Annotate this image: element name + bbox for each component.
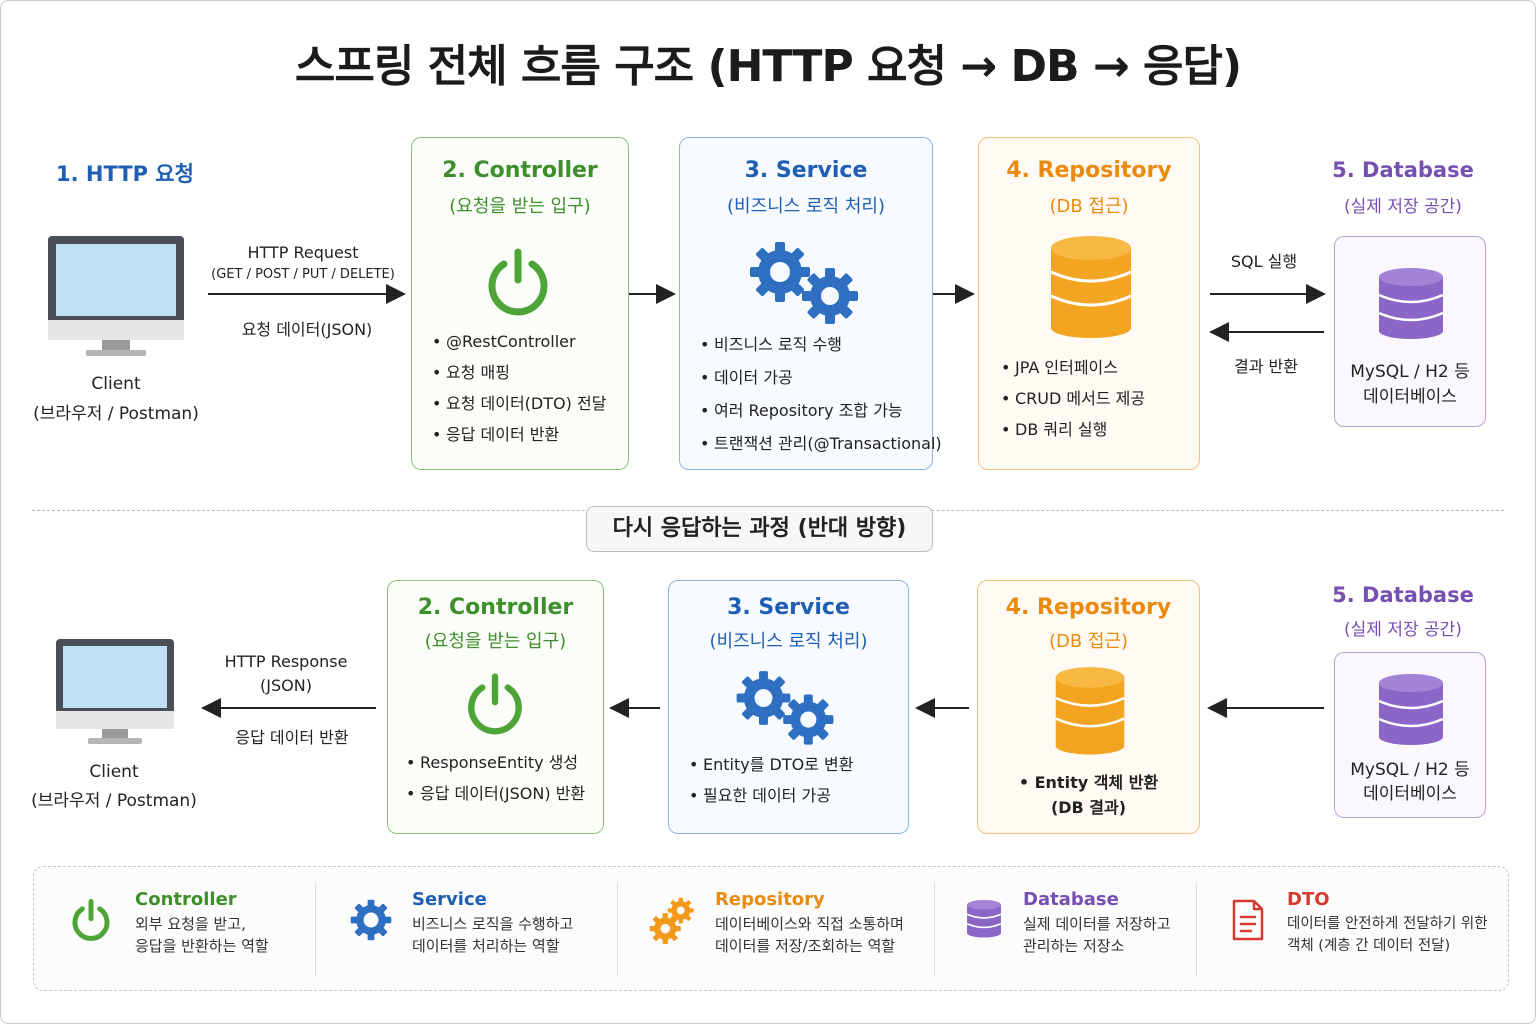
client-sub-label: (브라우저 / Postman) xyxy=(33,404,199,424)
repository-title: 4. Repository xyxy=(1006,158,1172,183)
database-title: 5. Database xyxy=(1332,158,1474,182)
repository-subtitle: (DB 접근) xyxy=(1048,631,1129,652)
repository-result-line2: (DB 결과) xyxy=(1050,798,1127,817)
database-line1: MySQL / H2 등 xyxy=(1350,362,1470,382)
service-title: 3. Service xyxy=(727,595,850,620)
controller-title: 2. Controller xyxy=(417,595,574,620)
service-box-bottom: 3. Service (비즈니스 로직 처리) Entity를 DTO로 변환 … xyxy=(668,580,909,834)
gears-icon xyxy=(736,671,834,745)
http-request-label: HTTP Request xyxy=(247,243,359,262)
database-icon xyxy=(966,899,1002,938)
database-box-bottom: MySQL / H2 등 데이터베이스 xyxy=(1334,652,1486,818)
database-box-top: MySQL / H2 등 데이터베이스 xyxy=(1334,236,1486,427)
controller-subtitle: (요청을 받는 입구) xyxy=(424,631,567,652)
database-line2: 데이터베이스 xyxy=(1363,387,1457,407)
database-subtitle: (실제 저장 공간) xyxy=(1344,620,1462,640)
response-format-label: (JSON) xyxy=(260,676,312,695)
document-icon xyxy=(1232,899,1264,941)
list-item: 트랜잭션 관리(@Transactional) xyxy=(700,427,942,460)
database-icon xyxy=(1050,236,1132,338)
controller-subtitle: (요청을 받는 입구) xyxy=(449,196,591,217)
list-item: 여러 Repository 조합 가능 xyxy=(700,394,942,427)
legend-repository-desc: 데이터베이스와 직접 소통하며 데이터를 저장/조회하는 역할 xyxy=(715,915,904,955)
service-subtitle: (비즈니스 로직 처리) xyxy=(709,631,868,652)
power-icon xyxy=(488,248,548,316)
http-response-label: HTTP Response xyxy=(224,652,348,671)
request-data-label: 요청 데이터(JSON) xyxy=(241,320,373,339)
controller-items: ResponseEntity 생성 응답 데이터(JSON) 반환 xyxy=(406,747,585,809)
legend-dto-desc: 데이터를 안전하게 전달하기 위한 객체 (계층 간 데이터 전달) xyxy=(1287,916,1488,954)
monitor-icon xyxy=(56,639,174,744)
list-item: CRUD 메서드 제공 xyxy=(1001,383,1145,414)
database-title: 5. Database xyxy=(1332,583,1474,607)
gears-icon xyxy=(649,897,694,945)
legend-database-desc: 실제 데이터를 저장하고 관리하는 저장소 xyxy=(1023,915,1171,955)
sql-exec-label: SQL 실행 xyxy=(1230,252,1298,271)
list-item: 요청 데이터(DTO) 전달 xyxy=(432,388,606,419)
response-data-label: 응답 데이터 반환 xyxy=(235,728,349,747)
power-icon xyxy=(72,899,110,941)
result-return-label: 결과 반환 xyxy=(1234,357,1298,376)
legend-controller-desc: 외부 요청을 받고, 응답을 반환하는 역할 xyxy=(135,915,269,955)
repository-result-text: Entity 객체 반환 xyxy=(1034,773,1159,792)
database-line1: MySQL / H2 등 xyxy=(1350,760,1470,780)
list-item: 데이터 가공 xyxy=(700,361,942,394)
list-item: 응답 데이터 반환 xyxy=(432,419,606,450)
legend: Controller 외부 요청을 받고, 응답을 반환하는 역할 Servic… xyxy=(33,866,1509,991)
database-icon xyxy=(1378,268,1444,339)
power-icon xyxy=(468,673,522,735)
list-item: 필요한 데이터 가공 xyxy=(689,780,853,811)
controller-title: 2. Controller xyxy=(442,158,598,183)
legend-database-title: Database xyxy=(1023,889,1119,910)
client-label: Client xyxy=(89,762,139,782)
service-items: 비즈니스 로직 수행 데이터 가공 여러 Repository 조합 가능 트랜… xyxy=(700,328,942,460)
service-subtitle: (비즈니스 로직 처리) xyxy=(727,196,885,217)
database-subtitle: (실제 저장 공간) xyxy=(1344,197,1462,217)
database-icon xyxy=(1378,674,1444,745)
controller-items: @RestController 요청 매핑 요청 데이터(DTO) 전달 응답 … xyxy=(432,326,606,450)
arrows-top xyxy=(208,284,1326,342)
list-item: 요청 매핑 xyxy=(432,357,606,388)
legend-repository-title: Repository xyxy=(715,889,825,910)
repository-subtitle: (DB 접근) xyxy=(1049,196,1129,217)
client-sub-label: (브라우저 / Postman) xyxy=(31,791,197,811)
service-title: 3. Service xyxy=(744,158,868,183)
database-icon xyxy=(1055,667,1125,755)
list-item: DB 쿼리 실행 xyxy=(1001,414,1145,445)
legend-service-title: Service xyxy=(412,889,487,910)
client-label: Client xyxy=(91,374,141,394)
repository-title: 4. Repository xyxy=(1005,595,1172,620)
service-items: Entity를 DTO로 변환 필요한 데이터 가공 xyxy=(689,749,853,811)
http-methods-label: (GET / POST / PUT / DELETE) xyxy=(211,267,395,282)
repository-result-line1: • Entity 객체 반환 xyxy=(1018,773,1159,792)
list-item: @RestController xyxy=(432,326,606,357)
repository-box-top: 4. Repository (DB 접근) JPA 인터페이스 CRUD 메서드… xyxy=(978,137,1200,470)
legend-dto-title: DTO xyxy=(1287,889,1330,910)
legend-controller-title: Controller xyxy=(135,889,237,910)
list-item: JPA 인터페이스 xyxy=(1001,352,1145,383)
list-item: 응답 데이터(JSON) 반환 xyxy=(406,778,585,809)
controller-box-bottom: 2. Controller (요청을 받는 입구) ResponseEntity… xyxy=(387,580,604,834)
list-item: 비즈니스 로직 수행 xyxy=(700,328,942,361)
gears-icon xyxy=(750,242,858,324)
list-item: Entity를 DTO로 변환 xyxy=(689,749,853,780)
gear-icon xyxy=(350,899,392,941)
monitor-icon xyxy=(48,236,184,356)
controller-box-top: 2. Controller (요청을 받는 입구) @RestControlle… xyxy=(411,137,629,470)
page-title: 스프링 전체 흐름 구조 (HTTP 요청 → DB → 응답) xyxy=(294,41,1242,92)
repository-box-bottom: 4. Repository (DB 접근) • Entity 객체 반환 (DB… xyxy=(977,580,1200,834)
database-line2: 데이터베이스 xyxy=(1363,784,1457,804)
list-item: ResponseEntity 생성 xyxy=(406,747,585,778)
service-box-top: 3. Service (비즈니스 로직 처리) 비즈니스 로직 수행 데이터 가… xyxy=(679,137,942,470)
repository-items: JPA 인터페이스 CRUD 메서드 제공 DB 쿼리 실행 xyxy=(1001,352,1145,445)
legend-service-desc: 비즈니스 로직을 수행하고 데이터를 처리하는 역할 xyxy=(412,915,574,955)
reverse-flow-label: 다시 응답하는 과정 (반대 방향) xyxy=(586,506,933,552)
http-request-title: 1. HTTP 요청 xyxy=(56,162,194,186)
